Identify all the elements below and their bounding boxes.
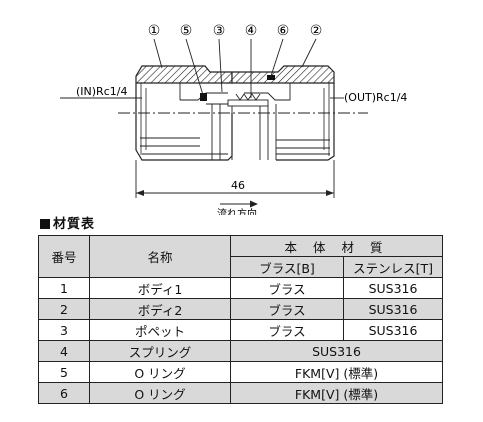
table-row: 3 ポペット ブラス SUS316 [38, 319, 444, 341]
header-brass: ブラス[B] [230, 256, 344, 278]
callout-3: ③ [213, 23, 226, 39]
material-table-title: 材質表 [40, 213, 95, 232]
table-row: 5 O リング FKM[V] (標準) [38, 361, 444, 383]
table-row: 4 スプリング SUS316 [38, 340, 444, 362]
o-ring-6-shape [267, 75, 275, 80]
table-row: 2 ボディ2 ブラス SUS316 [38, 298, 444, 320]
dimension-value: 46 [231, 179, 245, 192]
table-row: 6 O リング FKM[V] (標準) [38, 382, 444, 404]
table-subheader-row: ブラス[B] ステンレス[T] [39, 256, 444, 278]
poppet-spring-shape [227, 93, 269, 160]
check-valve-cross-section: ① ⑤ ③ ④ ⑥ ② (IN)Rc1/4 (OUT)Rc1/4 46 流れ方向 [60, 23, 407, 215]
header-number: 番号 [38, 235, 90, 278]
in-port-label: (IN)Rc1/4 [76, 85, 127, 98]
header-stainless: ステンレス[T] [342, 256, 444, 278]
callout-6: ⑥ [277, 23, 290, 39]
flow-arrow-icon [250, 200, 258, 208]
dimension-arrow-right [326, 190, 334, 196]
callout-4: ④ [245, 23, 258, 39]
header-name: 名称 [89, 235, 231, 278]
table-header-row: 番号 名称 本 体 材 質 [38, 235, 444, 278]
table-row: 1 ボディ1 ブラス SUS316 [38, 277, 444, 299]
square-bullet-icon [40, 219, 50, 229]
flow-direction-label: 流れ方向 [217, 207, 257, 215]
callout-5: ⑤ [180, 23, 193, 39]
callout-1: ① [148, 23, 161, 39]
out-port-label: (OUT)Rc1/4 [344, 91, 407, 104]
dimension-arrow-left [136, 190, 144, 196]
header-material-group: 本 体 材 質 [229, 235, 444, 257]
dimension-46 [135, 160, 335, 198]
body-2-shape [231, 65, 335, 161]
o-ring-5-shape [200, 93, 207, 101]
material-table: 番号 名称 本 体 材 質 ブラス[B] ステンレス[T] 1 ボディ1 ブラス… [38, 235, 444, 404]
callout-2: ② [310, 23, 323, 39]
